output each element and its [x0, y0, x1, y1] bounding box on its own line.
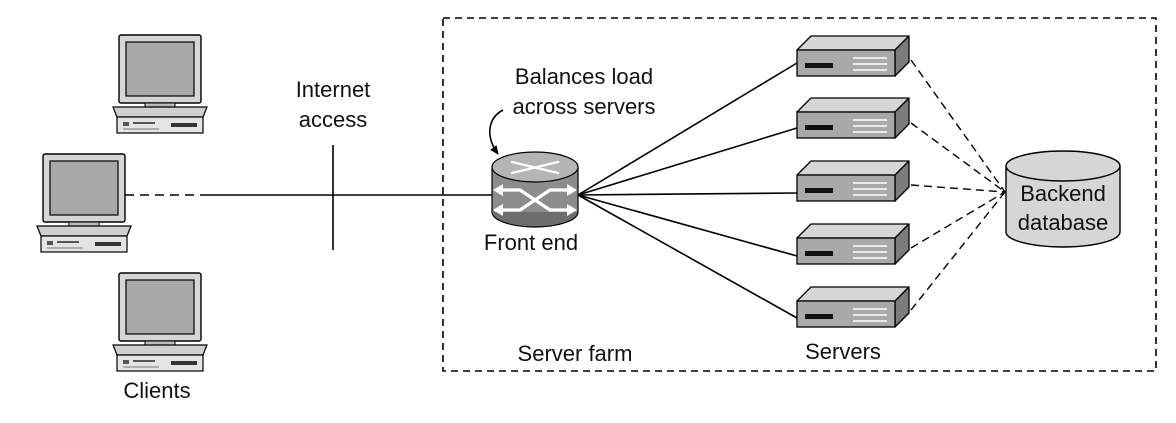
rack-server-icon — [796, 223, 910, 265]
desktop-computer-icon — [112, 34, 208, 134]
switch-router-icon — [491, 151, 579, 228]
servers-label: Servers — [805, 339, 881, 364]
internet-label-line2: access — [299, 107, 367, 132]
balances-label-line1: Balances load — [515, 64, 653, 89]
rack-server-icon — [796, 97, 910, 139]
balances-label-line2: across servers — [512, 94, 655, 119]
database-label-line2: database — [1018, 210, 1109, 235]
server-farm-boundary — [442, 17, 1157, 372]
server-database-links — [910, 59, 1006, 311]
server-farm-label: Server farm — [518, 341, 633, 366]
front-end-label: Front end — [484, 230, 578, 255]
desktop-computer-icon — [36, 153, 132, 253]
database-label-line1: Backend — [1020, 181, 1106, 206]
annotation-arrow — [489, 109, 504, 155]
desktop-computer-icon — [112, 272, 208, 372]
database-cylinder-icon — [1005, 150, 1121, 248]
rack-server-icon — [796, 160, 910, 202]
rack-server-icon — [796, 35, 910, 77]
internet-label-line1: Internet — [296, 77, 371, 102]
clients-label: Clients — [123, 378, 190, 403]
front-end-server-links — [577, 62, 798, 319]
rack-server-icon — [796, 286, 910, 328]
